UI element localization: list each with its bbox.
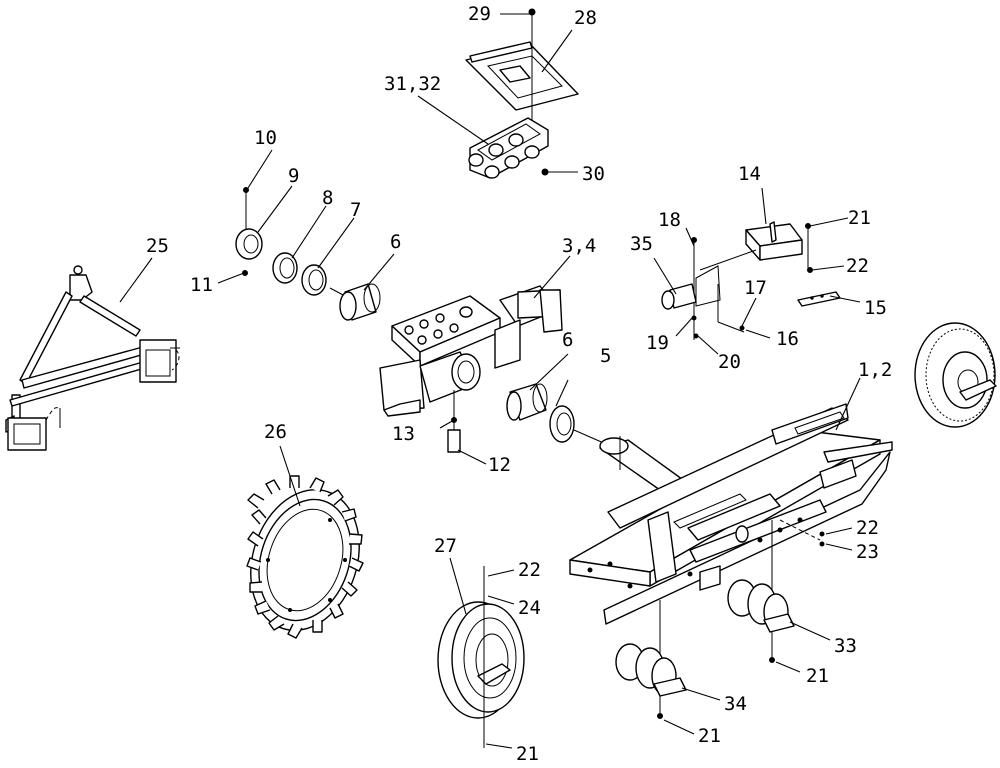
callout-22-frame: 22 xyxy=(856,517,879,539)
bottom-roller-part-34 xyxy=(615,600,687,719)
callout-28: 28 xyxy=(574,7,597,29)
callout-21-roller-34: 21 xyxy=(698,725,721,747)
tensioner-assembly xyxy=(661,221,841,547)
callout-1-2: 1,2 xyxy=(858,359,892,381)
callout-34: 34 xyxy=(724,693,747,715)
leader-lines xyxy=(119,13,861,749)
callout-17: 17 xyxy=(744,277,767,299)
track-shoe-assembly xyxy=(465,8,579,179)
callout-21-roller-33: 21 xyxy=(806,665,829,687)
callout-29: 29 xyxy=(468,3,491,25)
callout-26: 26 xyxy=(264,421,287,443)
callout-22-idler: 22 xyxy=(518,559,541,581)
callout-19: 19 xyxy=(646,332,669,354)
callout-33: 33 xyxy=(834,635,857,657)
track-wheel-upper-right xyxy=(914,322,997,428)
callout-20: 20 xyxy=(718,351,741,373)
callout-12: 12 xyxy=(488,454,511,476)
callout-6-upper: 6 xyxy=(390,231,401,253)
sprocket-part-26 xyxy=(246,475,364,639)
callout-9: 9 xyxy=(288,165,299,187)
callout-16: 16 xyxy=(776,328,799,350)
callout-30: 30 xyxy=(582,163,605,185)
main-track-frame-part-1-2 xyxy=(569,403,893,625)
callout-13: 13 xyxy=(392,423,415,445)
pivot-washers-and-pin xyxy=(235,187,381,321)
callout-7: 7 xyxy=(350,199,361,221)
callout-labels: 1,2 3,4 5 6 6 7 8 9 10 11 12 13 14 15 16… xyxy=(146,3,892,765)
callout-10: 10 xyxy=(254,127,277,149)
callout-6-lower: 6 xyxy=(562,329,573,351)
callout-18: 18 xyxy=(658,209,681,231)
callout-31-32: 31,32 xyxy=(384,73,441,95)
callout-14: 14 xyxy=(738,163,761,185)
callout-3-4: 3,4 xyxy=(562,235,596,257)
callout-21-tensioner: 21 xyxy=(848,207,871,229)
callout-22-tensioner: 22 xyxy=(846,255,869,277)
bushing-and-washer-parts-5-6 xyxy=(506,383,607,445)
callout-35: 35 xyxy=(630,233,653,255)
pivot-housing-part-3-4 xyxy=(379,285,563,453)
callout-15: 15 xyxy=(864,297,887,319)
callout-11: 11 xyxy=(190,274,213,296)
callout-8: 8 xyxy=(322,187,333,209)
callout-25: 25 xyxy=(146,235,169,257)
hitch-frame-part-25 xyxy=(5,265,180,451)
bottom-roller-part-33 xyxy=(727,520,795,663)
idler-wheel-part-27 xyxy=(437,566,525,748)
callout-23: 23 xyxy=(856,541,879,563)
callout-24: 24 xyxy=(518,597,541,619)
callout-27: 27 xyxy=(434,535,457,557)
callout-5: 5 xyxy=(600,345,611,367)
callout-21-idler: 21 xyxy=(516,743,539,765)
